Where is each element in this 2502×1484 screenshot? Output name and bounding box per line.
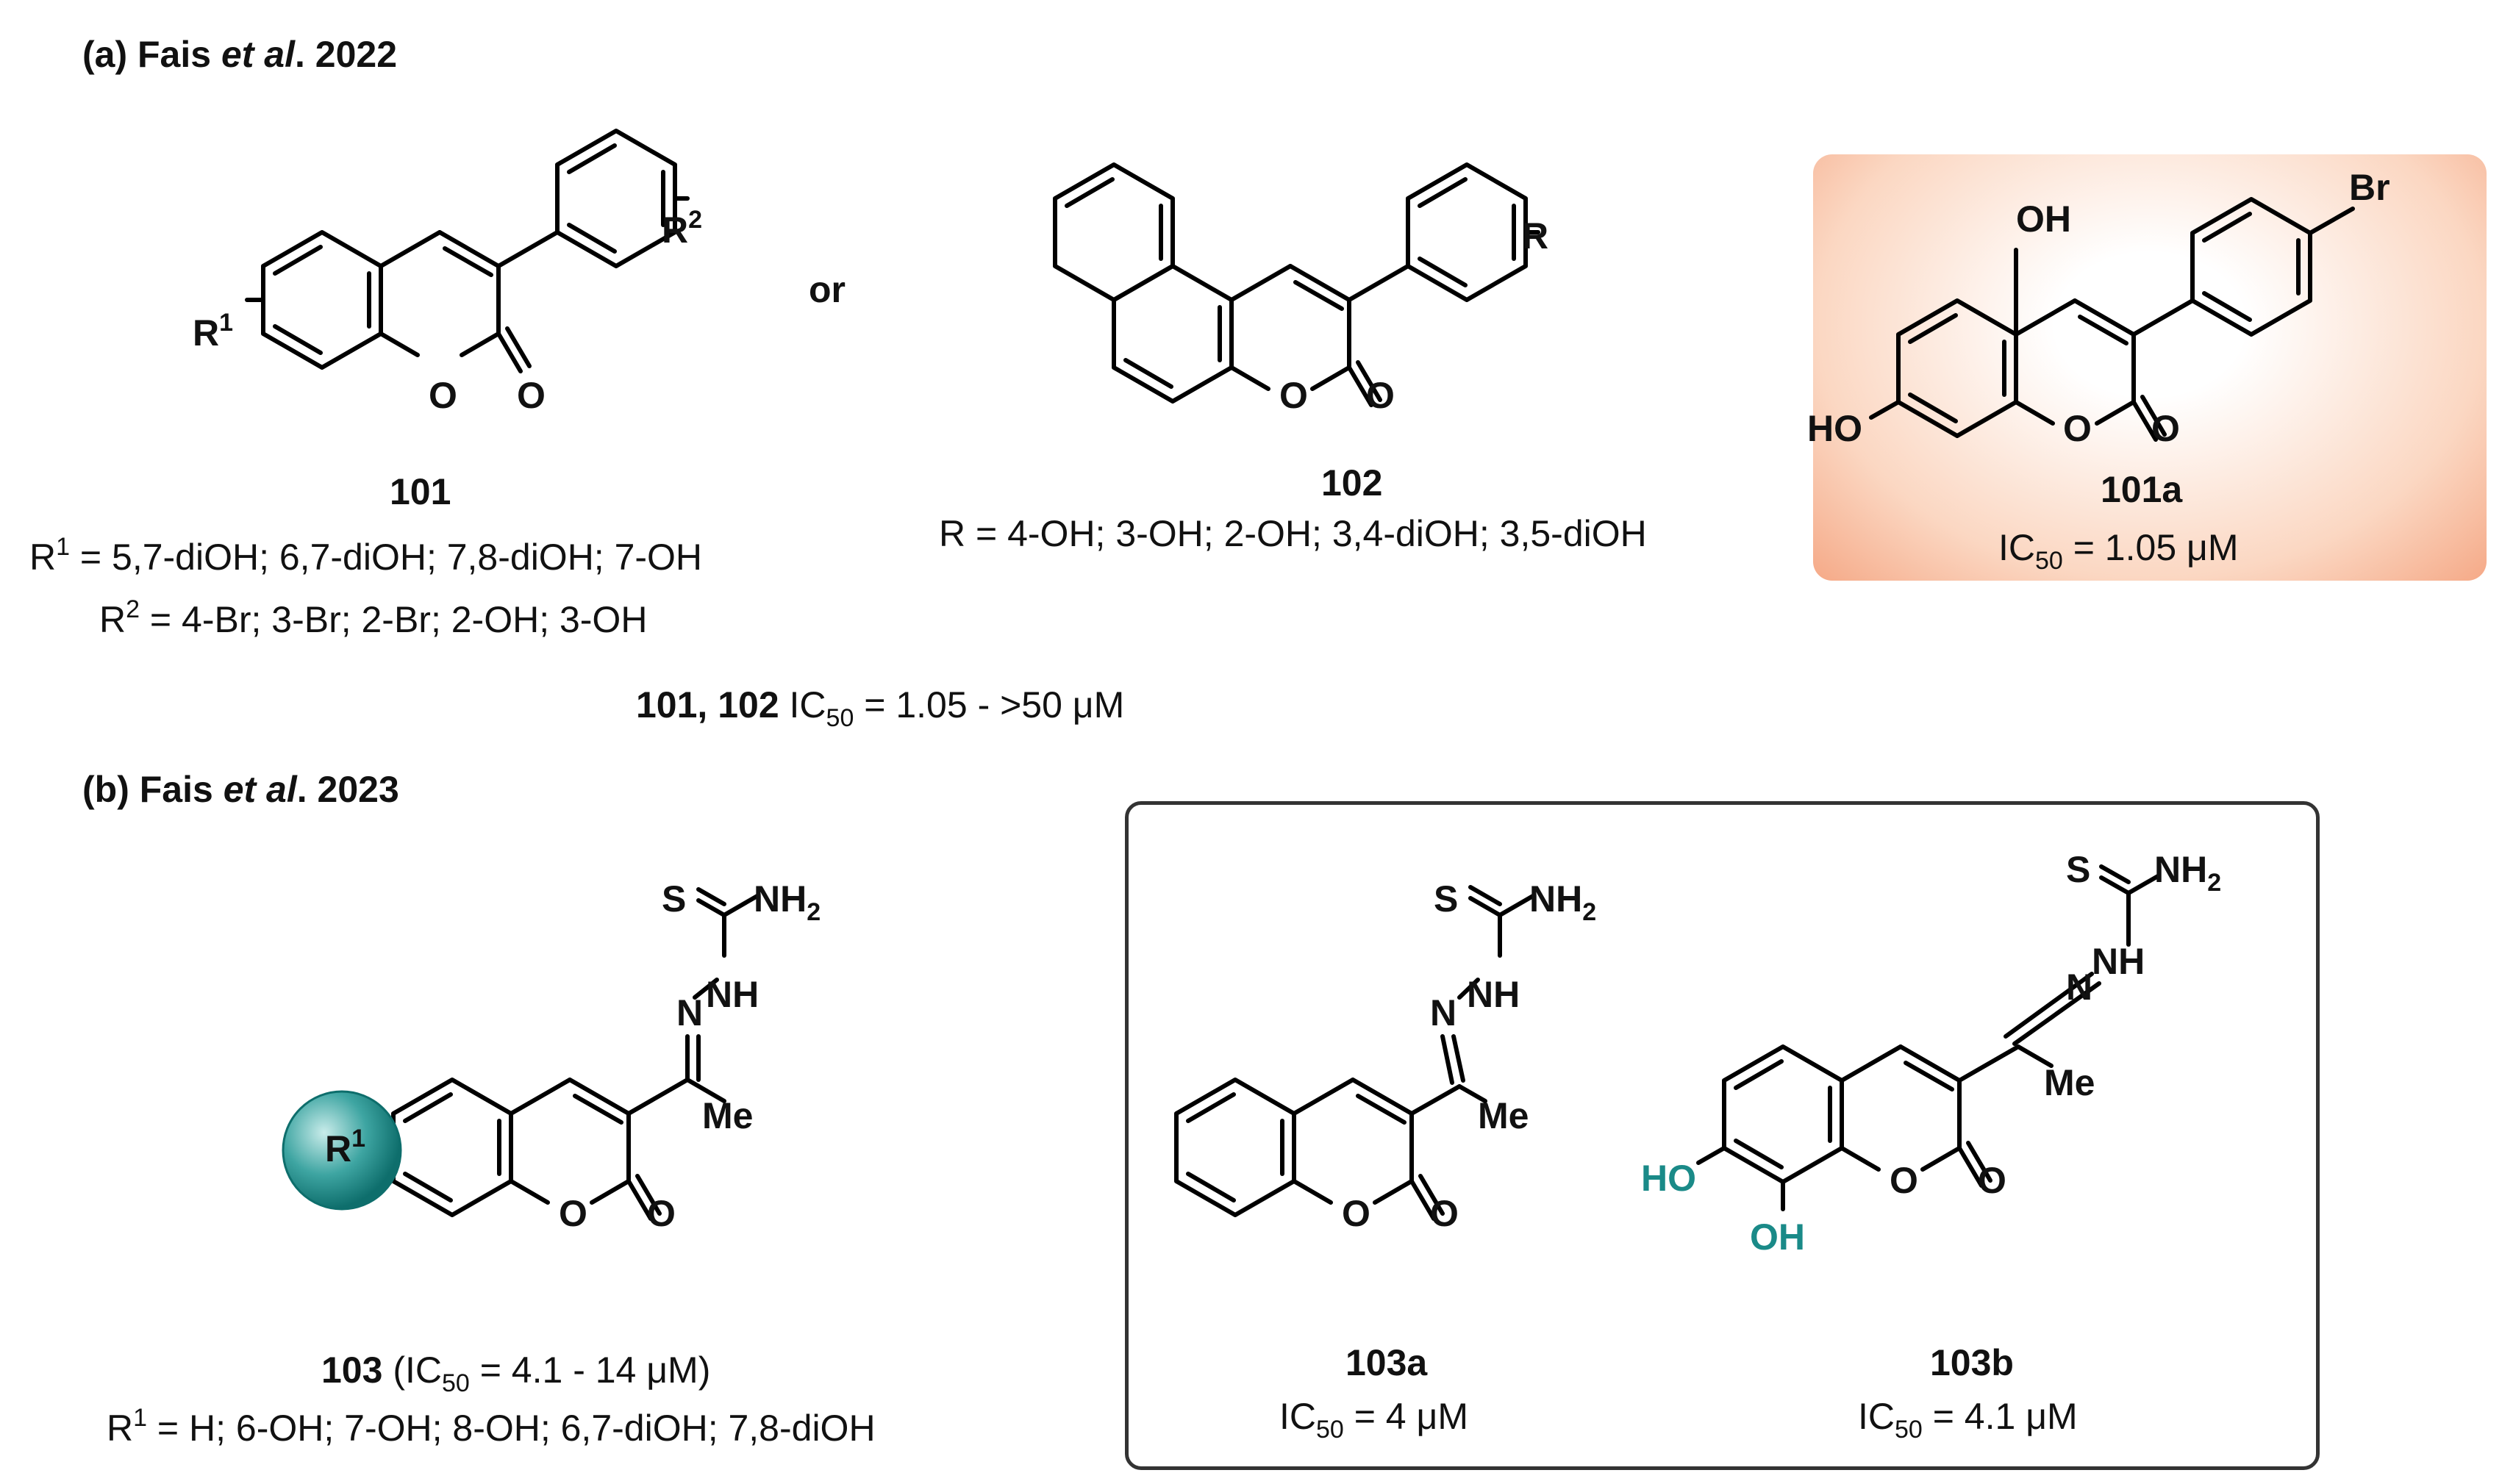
compound-101a-id: 101a <box>2101 469 2183 510</box>
atom-nh: NH <box>706 974 759 1015</box>
atom-o: O <box>429 375 457 416</box>
atom-me: Me <box>702 1095 753 1136</box>
atom-o: O <box>2151 408 2180 449</box>
compound-101a-ic50: IC50 = 1.05 μM <box>1998 527 2239 575</box>
atom-o: O <box>1978 1160 2006 1201</box>
compound-103-ic50: 103 (IC50 = 4.1 - 14 μM) <box>321 1349 711 1397</box>
atom-o: O <box>647 1193 676 1234</box>
compound-102-r: R = 4-OH; 3-OH; 2-OH; 3,4-diOH; 3,5-diOH <box>939 513 1647 554</box>
atom-o: O <box>1279 375 1308 416</box>
atom-s: S <box>1434 878 1458 920</box>
atom-n: N <box>2066 967 2092 1008</box>
atom-r1: R1 <box>193 309 233 354</box>
atom-nh: NH <box>2092 941 2145 982</box>
compound-101-id: 101 <box>390 471 451 512</box>
compound-103-r1: R1 = H; 6-OH; 7-OH; 8-OH; 6,7-diOH; 7,8-… <box>107 1404 876 1449</box>
structure-103 <box>391 887 759 1221</box>
atom-r: R <box>1522 215 1548 257</box>
section-a-title: (a) Fais et al. 2022 <box>82 34 398 75</box>
structure-102 <box>1053 162 1540 407</box>
compound-103a-ic50: IC50 = 4 μM <box>1279 1396 1468 1444</box>
atom-o: O <box>1342 1193 1370 1234</box>
atom-o: O <box>1430 1193 1459 1234</box>
atom-oh: OH <box>2016 198 2071 240</box>
atom-ho-teal: HO <box>1641 1158 1696 1199</box>
atom-s: S <box>2066 849 2090 890</box>
compound-101-r1: R1 = 5,7-diOH; 6,7-diOH; 7,8-diOH; 7-OH <box>29 533 703 578</box>
compound-101-r2: R2 = 4-Br; 3-Br; 2-Br; 2-OH; 3-OH <box>99 595 648 640</box>
atom-nh2: NH2 <box>754 878 821 926</box>
atom-nh: NH <box>1467 974 1520 1015</box>
compound-103b-ic50: IC50 = 4.1 μM <box>1858 1396 2078 1444</box>
atom-n: N <box>676 992 703 1033</box>
connector-or: or <box>809 269 846 310</box>
structure-103a <box>1174 885 1535 1221</box>
structure-101 <box>245 129 690 373</box>
atom-r2: R2 <box>662 206 702 251</box>
atom-me: Me <box>2044 1062 2095 1103</box>
atom-s: S <box>662 878 686 920</box>
compound-103b-id: 103b <box>1930 1342 2014 1383</box>
structure-101a <box>1869 197 2355 442</box>
frame-103a-103b <box>1125 801 2320 1470</box>
range-101-102: 101, 102 IC50 = 1.05 - >50 μM <box>636 684 1125 732</box>
atom-me: Me <box>1478 1095 1529 1136</box>
atom-n: N <box>1430 992 1456 1033</box>
atom-o: O <box>517 375 546 416</box>
atom-nh2: NH2 <box>1529 878 1596 926</box>
compound-102-id: 102 <box>1321 462 1383 503</box>
atom-o: O <box>1366 375 1395 416</box>
atom-ho: HO <box>1807 408 1862 449</box>
structure-103b <box>1696 864 2160 1211</box>
atom-r1-ball: R1 <box>325 1125 365 1169</box>
atom-o: O <box>559 1193 587 1234</box>
atom-br: Br <box>2349 167 2390 208</box>
atom-nh2: NH2 <box>2154 849 2221 897</box>
r1-ball-icon <box>282 1090 402 1211</box>
atom-o: O <box>2063 408 2092 449</box>
compound-103a-id: 103a <box>1345 1342 1428 1383</box>
highlight-box-101a <box>1813 154 2487 581</box>
atom-o: O <box>1890 1160 1918 1201</box>
atom-oh-teal: OH <box>1750 1216 1805 1258</box>
section-b-title: (b) Fais et al. 2023 <box>82 769 399 810</box>
